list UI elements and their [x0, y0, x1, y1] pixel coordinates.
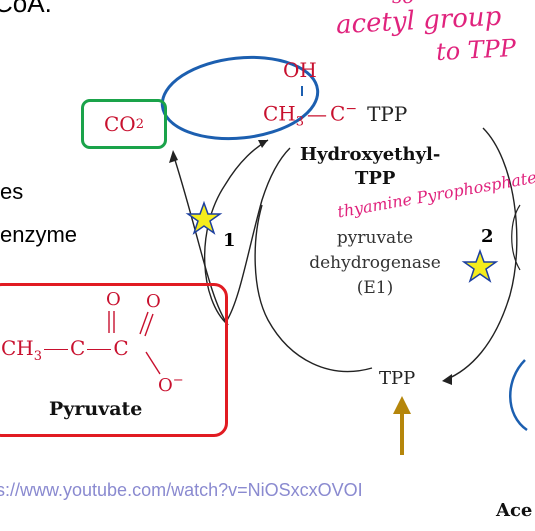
- slide-text-top: CoA.: [0, 0, 52, 18]
- carbanion-charge: −: [345, 101, 358, 117]
- pyruvate-oxygen-1: O: [106, 289, 121, 310]
- pyruvate-formula: CH3 C C: [1, 336, 129, 364]
- pyruvate-carboxylate-oxygen: O−: [158, 373, 184, 396]
- right-cycle-arc: [444, 127, 518, 381]
- slide-text-line1: es: [0, 179, 24, 204]
- star-icon: [185, 200, 223, 235]
- pyruvate-to-tpp-arc: [225, 147, 291, 323]
- pyruvate-bond-1: [44, 349, 69, 350]
- blue-partial-circle: [509, 359, 528, 432]
- pyruvate-carbonyl-carbon: C: [70, 336, 86, 360]
- pyruvate-name: Pyruvate: [49, 398, 143, 420]
- acetyl-label-partial: Ace: [496, 500, 533, 521]
- pyruvate-bond-2: [87, 349, 112, 350]
- tpp-bottom-label: TPP: [379, 368, 416, 389]
- hydroxyl-group: OH: [283, 58, 317, 82]
- lower-cycle-arc: [254, 204, 373, 373]
- co2-subscript: 2: [135, 116, 144, 132]
- co2-label: CO: [104, 112, 136, 136]
- enzyme-label: pyruvate dehydrogenase (E1): [300, 226, 450, 301]
- pyruvate-methyl: CH: [1, 336, 34, 360]
- pyruvate-carboxyl-carbon: C: [113, 336, 129, 360]
- carbanion-carbon: C: [330, 101, 346, 126]
- star-icon: [461, 248, 499, 283]
- pyruvate-o-minus: O: [158, 375, 173, 396]
- left-arc-arrowhead: [258, 140, 268, 148]
- enzyme-line3: (E1): [356, 278, 394, 298]
- enzyme-line2: dehydrogenase: [309, 253, 441, 273]
- slide-text-line2: enzyme: [0, 222, 78, 247]
- left-cycle-arc: [203, 139, 269, 326]
- pyruvate-methyl-subscript: 3: [33, 349, 43, 364]
- methyl-group: CH: [263, 101, 296, 126]
- handwritten-note-1: so: [392, 0, 414, 8]
- hydroxyethyl-formula: CH3—C−TPP: [263, 101, 407, 130]
- pyruvate-o-charge: −: [172, 373, 184, 388]
- methyl-subscript: 3: [295, 114, 305, 130]
- tpp-attached-label: TPP: [367, 101, 408, 126]
- step-1-label: 1: [223, 230, 236, 251]
- single-bond: —: [307, 101, 328, 126]
- right-arc-arrowhead: [442, 374, 452, 385]
- step-2-label: 2: [481, 226, 494, 247]
- intermediate-name-line2: TPP: [355, 168, 396, 189]
- co2-arrowhead: [169, 150, 178, 163]
- intermediate-name-line1: Hydroxyethyl-: [300, 144, 441, 165]
- pyruvate-box: [0, 283, 228, 437]
- incoming-tpp-arrowhead: [393, 396, 411, 414]
- enzyme-line1: pyruvate: [336, 228, 414, 248]
- video-url-link[interactable]: s://www.youtube.com/watch?v=NiOSxcxOVOI: [0, 480, 363, 500]
- co2-release-arrow: [174, 159, 229, 326]
- right-edge-arc: [511, 204, 521, 271]
- pyruvate-oxygen-2: O: [146, 291, 161, 312]
